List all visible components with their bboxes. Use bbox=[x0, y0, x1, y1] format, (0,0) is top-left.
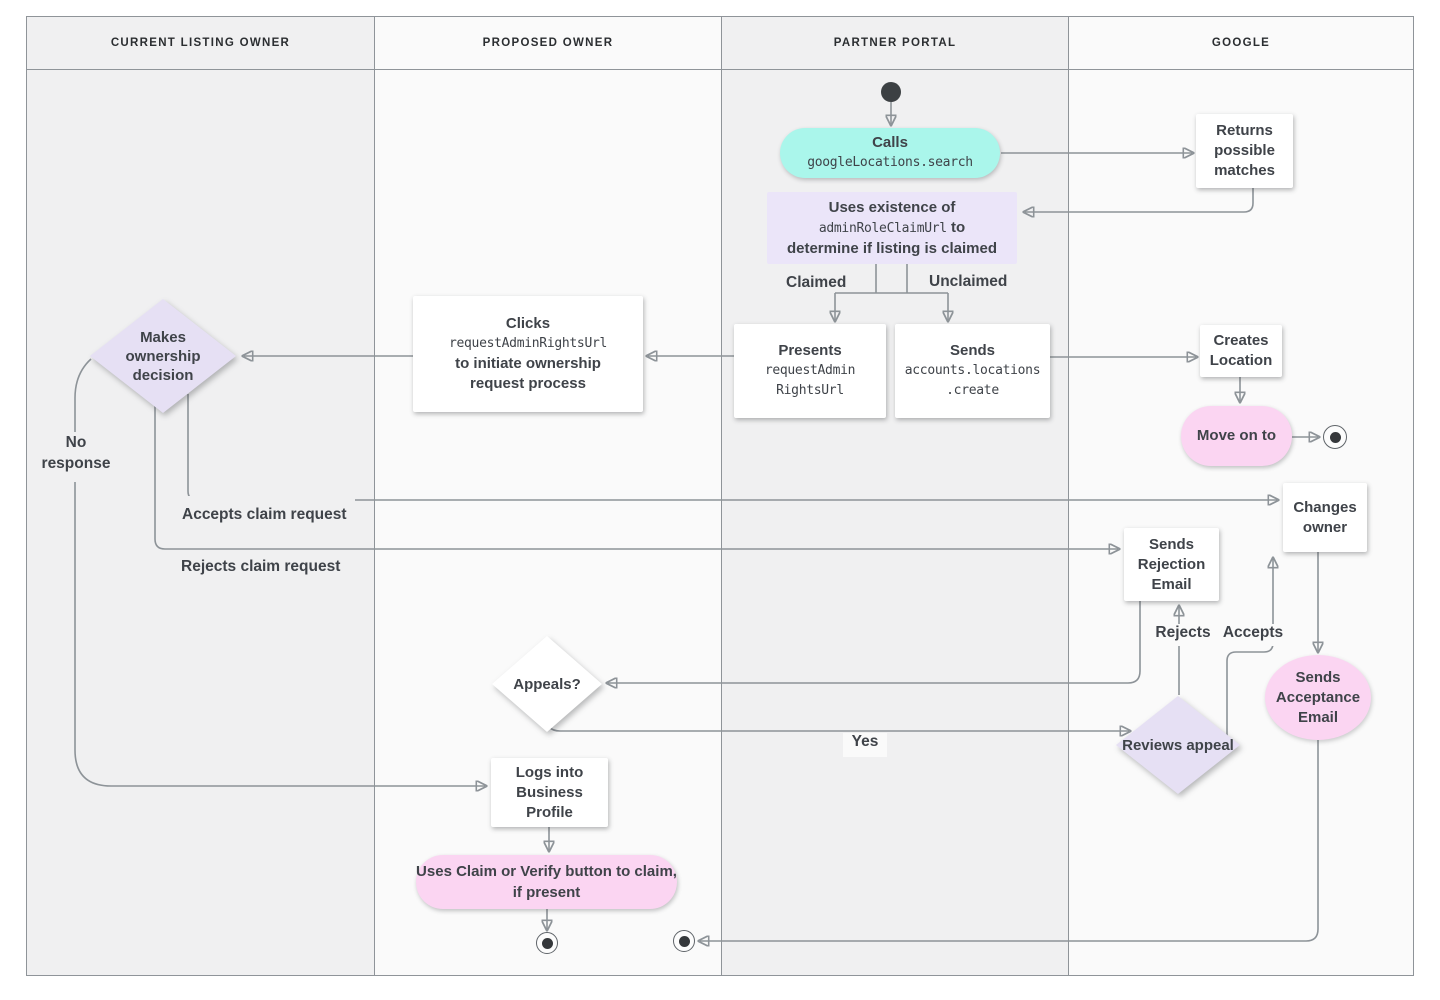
node-line: determine if listing is claimed bbox=[786, 239, 998, 257]
edge-label-yes: Yes bbox=[843, 733, 887, 757]
node-makes-ownership-decision: Makes ownership decision bbox=[90, 299, 236, 413]
lane-header-google: GOOGLE bbox=[1069, 17, 1413, 70]
node-code: requestAdminRightsUrl bbox=[448, 336, 608, 351]
node-text: Reviews appeal bbox=[1122, 736, 1234, 754]
edge-label-no-response: No response bbox=[36, 432, 116, 482]
start-node bbox=[881, 82, 901, 102]
node-logs-into-business-profile: Logs into Business Profile bbox=[491, 758, 608, 827]
node-text: Appeals? bbox=[513, 675, 581, 693]
node-changes-owner: Changes owner bbox=[1283, 483, 1367, 552]
end-node-claim-flow bbox=[536, 932, 558, 954]
node-line: to bbox=[950, 218, 966, 236]
lane-header-current-listing-owner: CURRENT LISTING OWNER bbox=[27, 17, 374, 70]
lane-header-proposed-owner: PROPOSED OWNER bbox=[375, 17, 721, 70]
node-line: to initiate ownership bbox=[455, 355, 601, 372]
node-text: Sends Rejection Email bbox=[1137, 535, 1206, 593]
node-text: Uses Claim or Verify button to claim, if… bbox=[416, 863, 677, 901]
node-uses-claim-or-verify-button: Uses Claim or Verify button to claim, if… bbox=[416, 855, 677, 909]
edge-label-rejects: Rejects bbox=[1152, 624, 1214, 646]
end-node-core bbox=[541, 937, 553, 949]
node-code: requestAdmin bbox=[764, 363, 856, 378]
node-returns-possible-matches: Returns possible matches bbox=[1196, 114, 1293, 188]
node-code: .create bbox=[946, 383, 999, 398]
node-uses-existence-adminroleclaimurl: Uses existence of adminRoleClaimUrl to d… bbox=[767, 192, 1017, 264]
node-creates-location: Creates Location bbox=[1200, 325, 1282, 377]
node-code: googleLocations.search bbox=[807, 155, 973, 170]
node-reviews-appeal: Reviews appeal bbox=[1116, 696, 1240, 794]
edge-label-claimed: Claimed bbox=[786, 274, 847, 291]
node-text: Move on to bbox=[1196, 427, 1277, 444]
edge-label-accepts: Accepts bbox=[1219, 624, 1287, 646]
edge-label-unclaimed: Unclaimed bbox=[929, 273, 1008, 290]
node-calls-googlelocations-search: Calls googleLocations.search bbox=[780, 128, 1000, 178]
node-text: Makes ownership decision bbox=[125, 328, 201, 384]
node-sends-accounts-locations-create: Sends accounts.locations .create bbox=[895, 324, 1050, 418]
node-presents-requestadminrightsurl: Presents requestAdmin RightsUrl bbox=[734, 324, 886, 418]
edge-label-rejects-claim-request: Rejects claim request bbox=[178, 557, 344, 577]
node-text: Creates Location bbox=[1209, 332, 1273, 369]
end-node-core bbox=[678, 935, 690, 947]
end-node-create-flow bbox=[1323, 425, 1347, 449]
node-clicks-requestadminrightsurl: Clicks requestAdminRightsUrl to initiate… bbox=[413, 296, 643, 412]
node-line: request process bbox=[470, 375, 586, 392]
node-text: Returns possible matches bbox=[1214, 122, 1275, 179]
node-title: Sends bbox=[949, 342, 995, 359]
edge-label-accepts-claim-request: Accepts claim request bbox=[180, 496, 355, 538]
node-line: Uses existence of bbox=[828, 198, 956, 216]
node-text: Logs into Business Profile bbox=[515, 763, 584, 821]
node-appeals-decision: Appeals? bbox=[492, 636, 602, 732]
end-node-core bbox=[1329, 431, 1341, 443]
lane-proposed-owner: PROPOSED OWNER bbox=[374, 17, 721, 975]
node-code: accounts.locations bbox=[904, 363, 1041, 378]
node-code: adminRoleClaimUrl bbox=[818, 220, 947, 236]
node-title: Presents bbox=[778, 342, 842, 359]
node-title: Clicks bbox=[505, 315, 551, 332]
node-title: Calls bbox=[872, 134, 908, 151]
node-text: Changes owner bbox=[1293, 498, 1357, 536]
node-code: RightsUrl bbox=[776, 383, 844, 398]
node-sends-rejection-email: Sends Rejection Email bbox=[1124, 528, 1219, 601]
node-sends-acceptance-email: Sends Acceptance Email bbox=[1265, 655, 1371, 740]
end-node-acceptance-flow bbox=[673, 930, 695, 952]
node-text: Sends Acceptance Email bbox=[1275, 668, 1361, 726]
lane-header-partner-portal: PARTNER PORTAL bbox=[722, 17, 1068, 70]
node-move-on-to: Move on to bbox=[1181, 406, 1292, 466]
